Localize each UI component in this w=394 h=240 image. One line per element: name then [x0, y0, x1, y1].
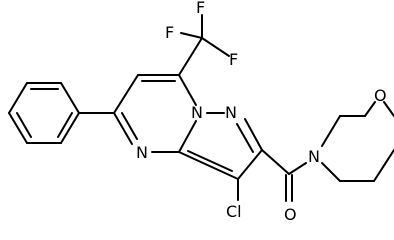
- atom-label-n-pyrazole: N: [225, 103, 237, 122]
- bond-cf-right: [201, 37, 230, 57]
- bond-mo-c3: [383, 101, 394, 117]
- atom-label-f-left: F: [165, 23, 174, 42]
- bond-c5-c6: [373, 149, 394, 182]
- bond-c3-c3a: [178, 151, 239, 180]
- atom-labels: F F F N N N Cl O N O: [136, 0, 387, 224]
- bond-ph6-ph1: [60, 112, 80, 144]
- bond-c3a-n-bridge: [178, 120, 197, 153]
- bond-n-pyrazole-c2: [244, 118, 263, 151]
- bond-c2-mo: [364, 101, 376, 117]
- atom-label-f-right: F: [229, 50, 238, 69]
- atom-label-n-morpholine: N: [308, 147, 320, 166]
- bond-mn-c1: [321, 115, 341, 147]
- atom-label-o-carbonyl: O: [284, 205, 297, 224]
- bond-c6-c5: [113, 74, 139, 114]
- bond-c5-n4-double: [121, 112, 138, 140]
- bond-ph6-ph1-double: [57, 112, 73, 138]
- bond-c7-cf3: [178, 37, 203, 76]
- atom-label-f-top: F: [196, 0, 205, 17]
- bond-n-bridge-c7: [178, 74, 197, 106]
- bonds: [8, 14, 394, 202]
- molecule-structure: F F F N N N Cl O N O: [8, 0, 394, 224]
- bond-c5-n4: [113, 112, 133, 145]
- bond-c2-c3: [237, 149, 263, 180]
- bond-carbonyl-n: [288, 162, 307, 175]
- bond-c2-carbonyl: [261, 149, 290, 175]
- bond-mn-c4: [321, 162, 341, 182]
- atom-label-o-morpholine: O: [374, 86, 387, 105]
- bond-ph1-ph2: [60, 82, 80, 114]
- bond-n-pyrazole-c2-double: [236, 123, 254, 153]
- bond-ph4-ph5: [8, 112, 28, 144]
- bond-cf-left: [180, 32, 203, 39]
- molecule-canvas: F F F N N N Cl O N O: [8, 0, 394, 224]
- atom-label-n-bridge: N: [191, 103, 203, 122]
- atom-label-cl: Cl: [226, 202, 242, 221]
- bond-ph4-ph5-double: [16, 112, 32, 138]
- atom-label-n-pyrimidine: N: [136, 143, 148, 162]
- bond-c3-c3a-double: [187, 150, 233, 172]
- bond-ph3-ph4: [8, 82, 28, 114]
